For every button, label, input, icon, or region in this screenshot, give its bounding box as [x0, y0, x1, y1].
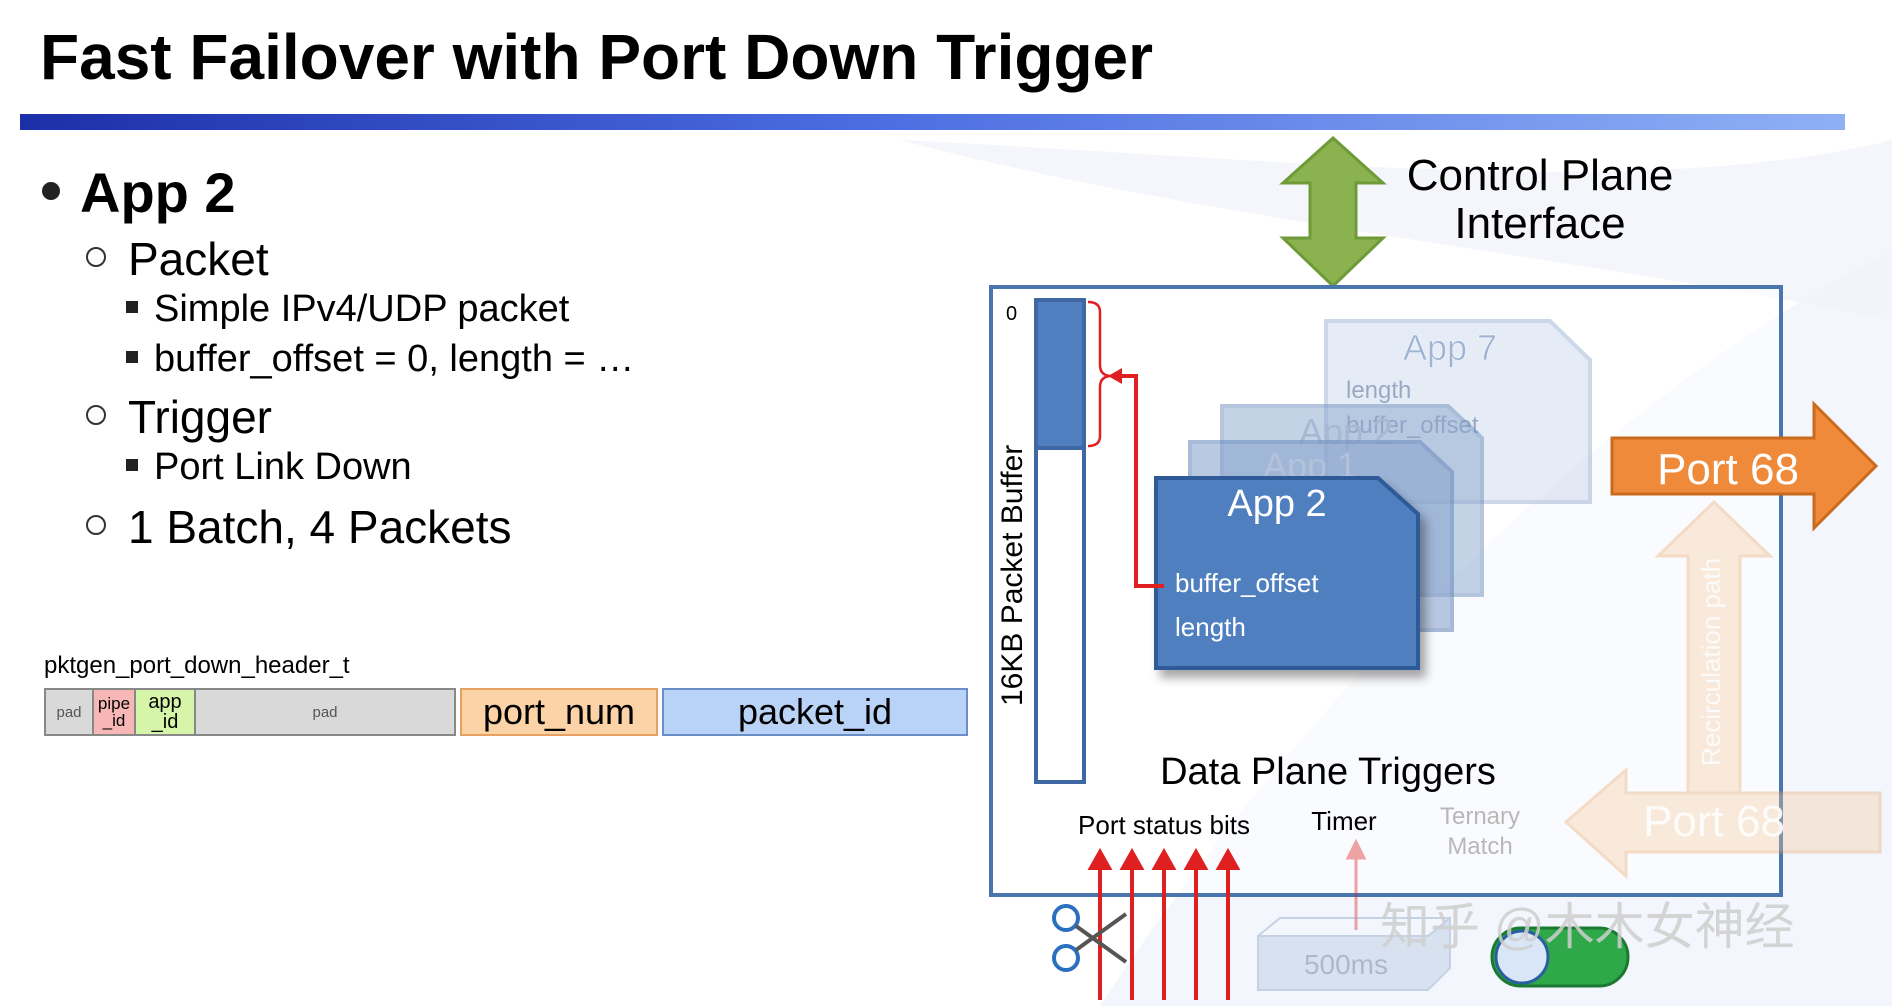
timer-label: Timer [1311, 806, 1377, 836]
buffer-offset-pointer [1118, 374, 1164, 588]
control-plane-label-line2: Interface [1454, 199, 1625, 248]
port-status-arrows [1087, 847, 1241, 1000]
header-field-packet-id: packet_id [662, 688, 968, 736]
watermark: 知乎 @木木女神经 [1380, 899, 1795, 955]
app7-title: App 7 [1403, 327, 1497, 368]
bullet-app2-text: App 2 [80, 161, 236, 224]
bullet-packet-text: Packet [128, 233, 269, 285]
app2-field-length: length [1175, 612, 1246, 642]
app7-field-length: length [1346, 377, 1411, 404]
timer-box [1257, 915, 1451, 991]
app2-card [1154, 476, 1420, 670]
timer-value: 500ms [1304, 949, 1388, 980]
port-status-label: Port status bits [1078, 810, 1250, 840]
bullet-trigger-item: Port Link Down [126, 446, 412, 489]
header-field-app-id: app _id [134, 688, 196, 736]
bullet-packet-item: buffer_offset = 0, length = … [126, 338, 634, 381]
bullet-packet-item-text: buffer_offset = 0, length = … [154, 338, 635, 380]
bullet-dot-icon [42, 182, 60, 201]
title-underline-bar [20, 114, 1845, 130]
slide-title: Fast Failover with Port Down Trigger [40, 21, 1154, 93]
bullet-ring-icon [86, 514, 106, 535]
header-field-port-num: port_num [460, 688, 658, 736]
toggle-switch-icon [1490, 926, 1630, 988]
ternary-label-line2: Match [1447, 833, 1512, 860]
header-struct-name: pktgen_port_down_header_t [44, 652, 350, 679]
bullet-packet: Packet [86, 232, 269, 286]
app2-field-buffer-offset: buffer_offset [1175, 568, 1319, 598]
buffer-label: 16KB Packet Buffer [996, 445, 1029, 706]
bullet-square-icon [126, 350, 138, 363]
port-out-label: Port 68 [1657, 445, 1799, 494]
buffer-zero-label: 0 [1006, 303, 1017, 325]
timer-arrow [1345, 838, 1367, 930]
control-plane-label-line1: Control Plane [1407, 151, 1674, 200]
app2-title: App 2 [1227, 483, 1326, 525]
recirculation-path [1563, 499, 1882, 880]
scissors-icon [1052, 904, 1128, 972]
port-in-label: Port 68 [1643, 797, 1785, 846]
packet-buffer-used [1038, 302, 1082, 448]
header-field-pipe-id: pipe _id [92, 688, 136, 736]
header-field-pad: pad [44, 688, 94, 736]
recirculation-label: Recirculation path [1696, 558, 1726, 766]
bullet-square-icon [126, 458, 138, 471]
bullet-trigger-text: Trigger [128, 391, 272, 443]
bullet-batch-text: 1 Batch, 4 Packets [128, 501, 512, 553]
bullet-ring-icon [86, 404, 106, 425]
ternary-label-line1: Ternary [1440, 803, 1520, 830]
pointer-arrowhead-icon [1108, 368, 1122, 384]
bullet-packet-item: Simple IPv4/UDP packet [126, 288, 569, 331]
dp-triggers-label: Data Plane Triggers [1160, 751, 1496, 793]
bullet-ring-icon [86, 246, 106, 267]
control-plane-arrow-icon [1279, 135, 1387, 289]
port-out-arrow [1610, 400, 1879, 532]
bullet-batch: 1 Batch, 4 Packets [86, 500, 512, 554]
header-field-pad: pad [194, 688, 456, 736]
bullet-square-icon [126, 300, 138, 313]
bullet-packet-item-text: Simple IPv4/UDP packet [154, 288, 570, 330]
bullet-trigger: Trigger [86, 390, 272, 444]
bullet-trigger-item-text: Port Link Down [154, 446, 412, 488]
bullet-app2: App 2 [42, 160, 236, 225]
